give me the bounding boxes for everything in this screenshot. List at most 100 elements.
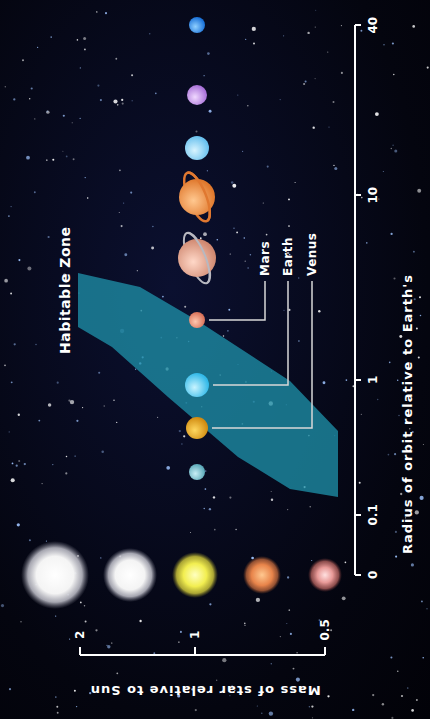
background-star xyxy=(200,237,202,239)
background-star xyxy=(203,75,204,76)
background-star xyxy=(389,362,391,364)
background-star xyxy=(184,306,186,308)
star-1-5-mass xyxy=(103,548,157,602)
background-star xyxy=(179,430,181,432)
background-star xyxy=(391,717,393,719)
background-star xyxy=(52,159,54,161)
background-star xyxy=(46,541,47,542)
background-star xyxy=(46,111,49,114)
background-star xyxy=(100,99,102,101)
background-star xyxy=(162,296,164,298)
background-star xyxy=(83,37,86,40)
background-star xyxy=(230,253,231,254)
star-2-mass xyxy=(21,541,89,609)
background-star xyxy=(415,510,419,514)
background-star xyxy=(66,156,68,158)
background-star xyxy=(417,189,421,193)
background-star xyxy=(10,293,12,295)
background-star xyxy=(205,488,207,490)
background-star xyxy=(157,417,158,418)
background-star xyxy=(283,35,284,36)
background-star xyxy=(9,431,10,432)
background-star xyxy=(4,279,8,283)
background-star xyxy=(66,456,68,458)
radius-axis xyxy=(355,25,361,575)
background-star xyxy=(394,453,396,455)
tick-label: 10 xyxy=(367,187,380,204)
background-star xyxy=(377,399,378,400)
background-star xyxy=(95,629,97,631)
background-star xyxy=(252,27,256,31)
background-star xyxy=(245,261,246,262)
planet-saturn xyxy=(179,170,215,225)
background-star xyxy=(311,705,313,707)
background-star xyxy=(1,604,4,607)
background-star xyxy=(334,167,337,170)
background-star xyxy=(213,496,215,498)
background-star xyxy=(85,620,87,622)
background-star xyxy=(293,668,295,670)
background-star xyxy=(190,532,191,533)
background-star xyxy=(261,713,263,715)
zone-label: Habitable Zone xyxy=(58,226,73,354)
background-star xyxy=(298,277,300,279)
background-star xyxy=(63,115,65,117)
background-star xyxy=(70,400,74,404)
background-star xyxy=(69,639,70,640)
background-star xyxy=(231,181,234,184)
star-1-mass xyxy=(172,552,218,598)
background-star xyxy=(411,563,414,566)
mass-axis xyxy=(80,647,325,655)
background-star xyxy=(411,709,414,712)
background-star xyxy=(383,171,384,172)
background-star xyxy=(395,556,397,558)
background-star xyxy=(413,251,415,253)
background-star xyxy=(288,198,290,200)
background-star xyxy=(309,506,311,508)
background-star xyxy=(318,310,320,312)
background-star xyxy=(383,44,384,45)
background-star xyxy=(360,30,362,32)
background-star xyxy=(233,228,234,229)
background-star xyxy=(216,680,217,681)
background-star xyxy=(209,110,212,113)
background-star xyxy=(271,663,273,665)
background-star xyxy=(151,246,154,249)
background-star xyxy=(222,658,226,662)
background-star xyxy=(422,657,424,659)
background-star xyxy=(412,25,415,28)
background-star xyxy=(57,382,59,384)
background-star xyxy=(237,95,238,96)
background-star xyxy=(17,523,20,526)
background-star xyxy=(375,112,379,116)
background-star xyxy=(420,315,422,317)
background-star xyxy=(107,645,110,648)
background-star xyxy=(166,466,170,470)
background-star xyxy=(287,509,288,510)
background-star xyxy=(116,422,117,423)
axis-title: Mass of star relative to Sun xyxy=(90,683,321,697)
background-star xyxy=(97,84,99,86)
background-star xyxy=(395,531,397,533)
background-star xyxy=(18,460,20,462)
background-star xyxy=(85,177,86,178)
background-star xyxy=(361,414,362,415)
leader-line xyxy=(209,281,265,320)
star-0-5-mass xyxy=(308,558,342,592)
background-star xyxy=(401,695,403,697)
background-star xyxy=(84,48,86,50)
background-star xyxy=(266,234,268,236)
background-star xyxy=(29,98,30,99)
leader-line xyxy=(212,281,312,428)
background-star xyxy=(393,74,394,75)
background-star xyxy=(24,463,26,465)
background-star xyxy=(98,372,100,374)
background-star xyxy=(333,101,335,103)
planet-pluto xyxy=(189,17,205,33)
background-star xyxy=(57,712,59,714)
background-star xyxy=(421,600,423,602)
background-star xyxy=(280,636,281,637)
background-star xyxy=(214,529,216,531)
background-star xyxy=(303,83,305,85)
